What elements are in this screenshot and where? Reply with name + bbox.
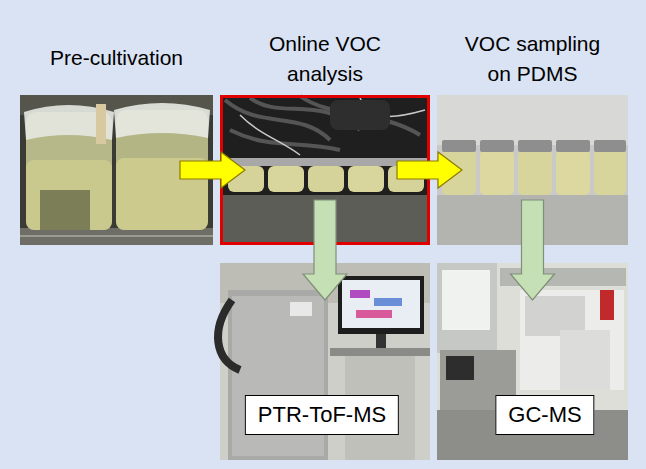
photo-detail [348,166,384,192]
stage-heading: Pre-cultivation [10,43,223,73]
photo-detail [594,140,626,152]
photo-detail [594,150,626,195]
flow-arrow [303,200,347,300]
photo-detail [240,98,425,155]
photo-detail [26,160,112,230]
stage-heading: VOC sampling on PDMS [458,29,608,89]
photo-detail [442,140,476,152]
photo-detail [114,103,210,138]
instrument-label: PTR-ToF-MS [245,395,399,435]
photo-detail [518,150,552,195]
photo-detail [442,270,490,330]
photo-detail [374,298,402,306]
photo-detail [338,276,424,334]
instrument-label-holder: GC-MS [495,395,594,435]
photo-detail [268,166,304,192]
photo-detail [600,290,614,320]
photo-detail [556,150,590,195]
photo-detail [437,263,497,353]
stage-heading: Online VOC analysis [250,29,400,89]
photo-detail [356,310,392,318]
photo-detail [96,104,106,144]
instrument-label-holder: PTR-ToF-MS [245,395,399,435]
photo-detail [20,235,213,237]
photo-panel: Pre-cultivation [20,95,213,245]
flow-arrow [397,152,462,188]
photo-detail [376,334,386,348]
photo-detail [556,140,590,152]
photo-detail [290,302,312,316]
photo-detail [218,300,240,370]
photo-detail [225,96,420,150]
photo-detail [40,190,90,230]
photo-detail [20,228,213,245]
photo-panel: VOC sampling on PDMS [437,95,628,245]
photo-detail [308,166,344,192]
photo-detail [446,356,474,380]
photo-panel: PTR-ToF-MS [220,263,430,460]
photo-detail [480,140,514,152]
photo-detail [330,100,390,130]
photo-panel: GC-MS [437,263,628,460]
photo-panel: Online VOC analysis [220,95,430,245]
photo-detail [437,95,628,145]
photo-detail [520,290,624,390]
flow-arrow [180,152,245,188]
photo-detail [342,280,420,328]
photo-detail [350,290,370,298]
photo-detail [480,150,514,195]
photo-detail [330,348,430,356]
instrument-label: GC-MS [495,395,594,435]
photo-detail [518,140,552,152]
flow-arrow [511,200,555,300]
photo-detail [560,330,610,390]
